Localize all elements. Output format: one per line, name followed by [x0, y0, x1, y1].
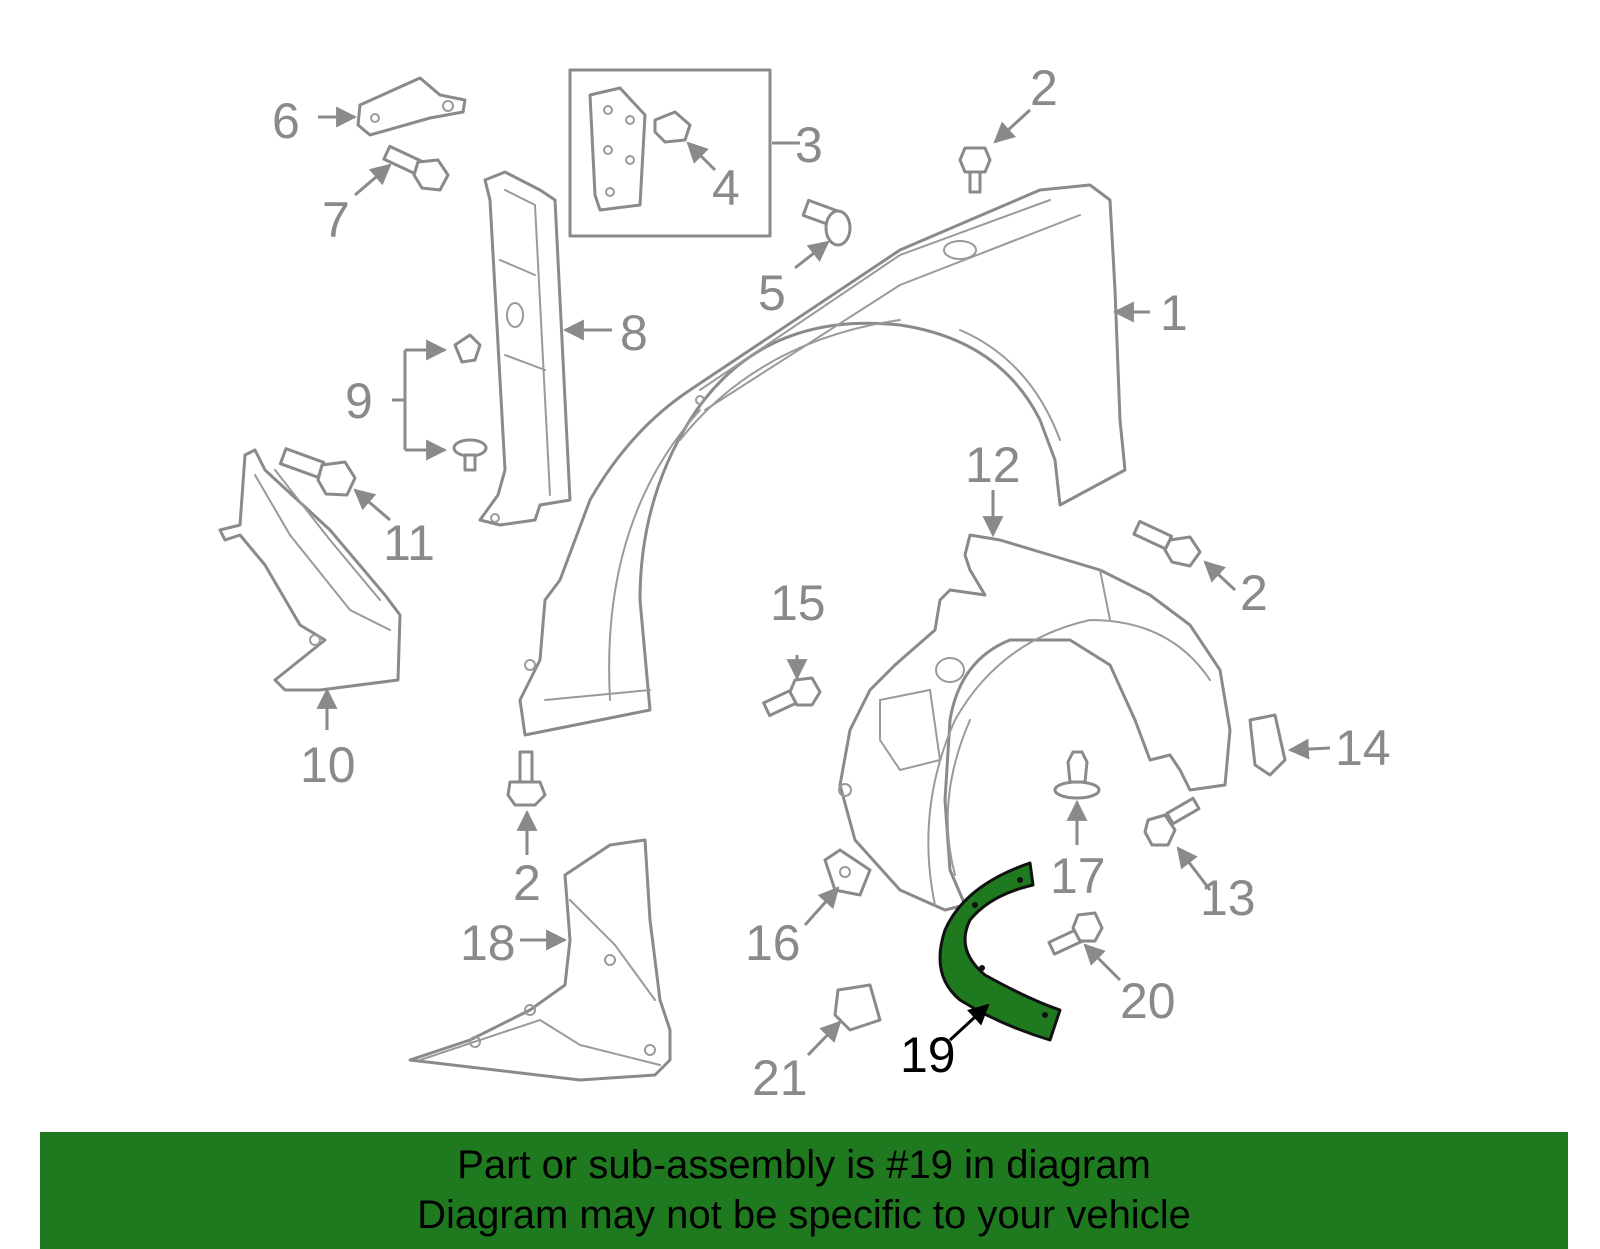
callout-15: 15 — [770, 575, 826, 631]
nut-part-4 — [653, 110, 692, 144]
wheel-arch-trim-part-19[interactable] — [938, 861, 1062, 1042]
fender-part[interactable] — [518, 183, 1127, 737]
callout-18: 18 — [460, 915, 516, 971]
clips-part-9[interactable] — [392, 333, 488, 472]
callout-16: 16 — [745, 915, 801, 971]
bracket-part-6[interactable] — [356, 76, 467, 137]
callout-2-bottom: 2 — [513, 855, 541, 911]
bolt-part-11[interactable] — [278, 447, 357, 497]
callout-3: 3 — [795, 117, 823, 173]
bolt-part-2-bottom[interactable] — [506, 750, 547, 807]
bolt-part-2-top[interactable] — [958, 146, 992, 194]
pillar-bracket-part-8[interactable] — [478, 170, 572, 527]
bolt-part-2-right[interactable] — [1132, 519, 1202, 568]
banner-line-1: Part or sub-assembly is #19 in diagram — [457, 1143, 1151, 1187]
callout-9: 9 — [345, 373, 373, 429]
bracket-assembly-box[interactable] — [568, 68, 772, 238]
clip-part-21[interactable] — [833, 983, 882, 1032]
nut-part-16[interactable] — [823, 848, 872, 897]
callout-8: 8 — [620, 305, 648, 361]
splash-shield-part-18[interactable] — [408, 838, 672, 1082]
bolt-part-15[interactable] — [762, 676, 822, 718]
callout-14: 14 — [1335, 720, 1391, 776]
callout-20: 20 — [1120, 973, 1176, 1029]
bolt-part-20[interactable] — [1047, 911, 1104, 956]
callout-21: 21 — [752, 1050, 808, 1106]
bolt-part-7[interactable] — [382, 144, 450, 192]
callout-1: 1 — [1160, 285, 1188, 341]
callout-13: 13 — [1200, 870, 1256, 926]
callout-10: 10 — [300, 737, 356, 793]
info-banner: Part or sub-assembly is #19 in diagram D… — [40, 1132, 1568, 1249]
bolt-part-13[interactable] — [1143, 796, 1201, 847]
callout-17: 17 — [1050, 848, 1106, 904]
clip-part-14[interactable] — [1248, 713, 1287, 777]
callout-12: 12 — [965, 437, 1021, 493]
callout-2-right: 2 — [1240, 565, 1268, 621]
wheel-liner-part-12[interactable] — [838, 533, 1232, 912]
callout-4: 4 — [712, 160, 740, 216]
callout-2-top: 2 — [1030, 60, 1058, 116]
callout-labels: 1 2 2 2 3 4 5 6 7 8 9 10 11 12 13 14 15 … — [272, 60, 1391, 1106]
callout-6: 6 — [272, 93, 300, 149]
support-bracket-part-10[interactable] — [218, 448, 402, 692]
banner-line-2: Diagram may not be specific to your vehi… — [417, 1193, 1191, 1237]
leader-lines — [316, 106, 1331, 1057]
callout-19: 19 — [900, 1027, 956, 1083]
clip-part-17[interactable] — [1053, 750, 1101, 800]
callout-7: 7 — [322, 192, 350, 248]
callout-5: 5 — [758, 265, 786, 321]
clip-part-5[interactable] — [801, 198, 852, 247]
callout-11: 11 — [383, 515, 435, 571]
